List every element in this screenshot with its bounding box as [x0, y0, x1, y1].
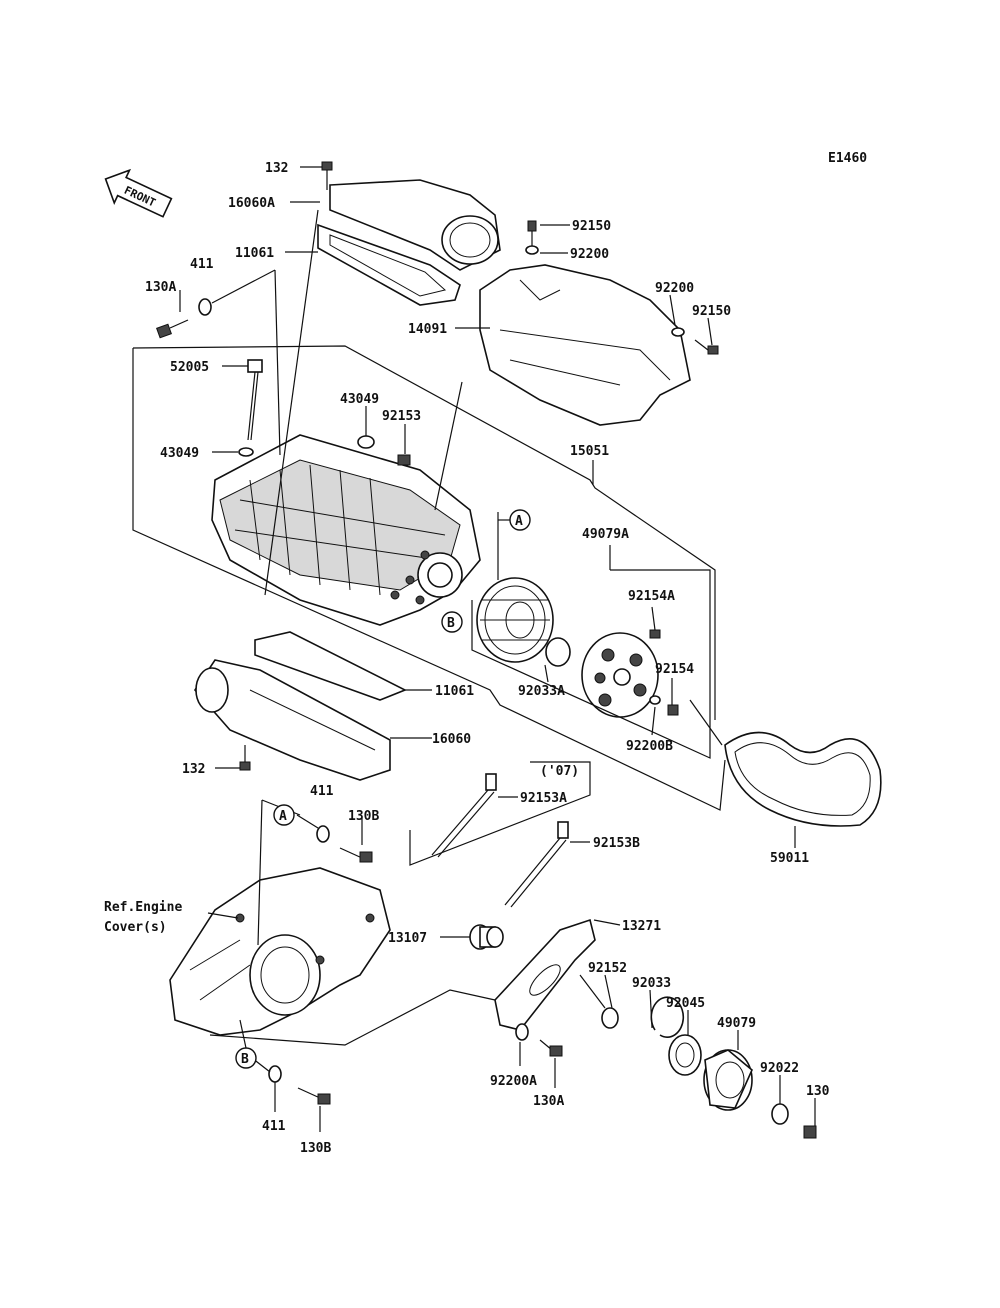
bolt-92154A	[649, 629, 661, 639]
label-11061-bottom: 11061	[435, 684, 474, 699]
supercharger-body	[211, 434, 481, 626]
label-92045: 92045	[666, 996, 705, 1011]
label-130A-bottom: 130A	[533, 1094, 564, 1109]
bolt-130B-bottom	[297, 1087, 331, 1105]
label-92200-top: 92200	[570, 247, 609, 262]
label-ref-engine: Ref.Engine	[104, 900, 182, 915]
washer-411-bottom	[268, 1065, 282, 1083]
gasket-upper	[317, 223, 461, 306]
bearing-92045	[668, 1034, 702, 1076]
label-16060: 16060	[432, 732, 471, 747]
compressor-cover	[479, 264, 691, 426]
label-49079: 49079	[717, 1016, 756, 1031]
o-ring-43049-upper	[357, 435, 375, 449]
oil-level-gauge	[247, 359, 263, 441]
label-92033A: 92033A	[518, 684, 565, 699]
label-14091: 14091	[408, 322, 447, 337]
svg-text:A: A	[279, 809, 287, 824]
tensioner-plate	[494, 918, 596, 1031]
label-covers: Cover(s)	[104, 920, 167, 935]
label-411-mid: 411	[310, 784, 334, 799]
label-92150-right: 92150	[692, 304, 731, 319]
bolt-92150-right	[694, 339, 719, 355]
diagram-code: E1460	[828, 151, 867, 166]
label-43049-lower: 43049	[160, 446, 199, 461]
label-92200B: 92200B	[626, 739, 673, 754]
bolt-92153	[397, 454, 411, 466]
label-92033: 92033	[632, 976, 671, 991]
bolt-92153A	[431, 773, 497, 858]
circlip-92033A	[545, 637, 571, 667]
label-07: ('07)	[540, 764, 579, 779]
washer-92022	[771, 1103, 789, 1125]
label-43049-upper: 43049	[340, 392, 379, 407]
washer-411-top	[198, 298, 212, 316]
label-92022: 92022	[760, 1061, 799, 1076]
bushing-92152	[601, 1007, 619, 1029]
bolt-92153B	[504, 821, 569, 908]
drive-belt	[724, 731, 882, 827]
label-132-top: 132	[265, 161, 288, 176]
label-130B-mid: 130B	[348, 809, 379, 824]
label-92152: 92152	[588, 961, 627, 976]
label-92153A: 92153A	[520, 791, 567, 806]
marker-b-bottom: B	[235, 1047, 257, 1069]
label-92153B: 92153B	[593, 836, 640, 851]
washer-411-mid	[316, 825, 330, 843]
label-13271: 13271	[622, 919, 661, 934]
label-411-top: 411	[190, 257, 214, 272]
washer-92200B	[649, 695, 661, 705]
label-130B-bottom: 130B	[300, 1141, 331, 1156]
idler-pulley-49079	[703, 1049, 753, 1111]
bolt-130	[803, 1125, 817, 1139]
label-130A-top: 130A	[145, 280, 176, 295]
marker-a-top: A	[509, 509, 531, 531]
bolt-92154	[667, 690, 679, 716]
label-13107: 13107	[388, 931, 427, 946]
bolt-92150-top	[527, 220, 537, 246]
label-16060A: 16060A	[228, 196, 275, 211]
label-11061-top: 11061	[235, 246, 274, 261]
front-arrow-icon: FRONT	[104, 168, 173, 218]
label-132-bottom: 132	[182, 762, 205, 777]
svg-text:B: B	[447, 616, 455, 631]
engine-cover	[169, 867, 391, 1036]
label-92200-right: 92200	[655, 281, 694, 296]
label-59011: 59011	[770, 851, 809, 866]
label-130: 130	[806, 1084, 830, 1099]
o-ring-43049-lower	[238, 447, 254, 457]
label-92154A: 92154A	[628, 589, 675, 604]
collar-13107	[469, 924, 504, 950]
svg-text:B: B	[241, 1052, 249, 1067]
label-92154: 92154	[655, 662, 694, 677]
intake-duct-upper	[329, 179, 501, 271]
svg-text:A: A	[515, 514, 523, 529]
label-92150-top: 92150	[572, 219, 611, 234]
bolt-132-top	[321, 161, 333, 190]
label-92200A: 92200A	[490, 1074, 537, 1089]
label-92153: 92153	[382, 409, 421, 424]
bolt-132-bottom	[239, 745, 251, 771]
marker-a-bottom: A	[273, 804, 295, 826]
intake-duct-lower	[193, 659, 391, 781]
label-52005: 52005	[170, 360, 209, 375]
washer-92200-top	[525, 245, 539, 255]
leader-lines	[132, 166, 816, 1132]
bolt-130A-top	[156, 319, 189, 339]
bolt-130B-mid	[339, 847, 373, 863]
callout-labels: 132 16060A 11061 411 130A 52005 43049 92…	[104, 161, 830, 1156]
marker-b-top: B	[441, 611, 463, 633]
bolt-130A-bottom	[539, 1039, 563, 1057]
washer-92200-right	[671, 327, 685, 337]
gasket-lower	[254, 631, 407, 701]
washer-92200A	[515, 1023, 529, 1041]
pulley-49079A	[476, 577, 554, 663]
label-15051: 15051	[570, 444, 609, 459]
label-49079A: 49079A	[582, 527, 629, 542]
damper-plate	[581, 632, 659, 718]
label-411-bottom: 411	[262, 1119, 286, 1134]
